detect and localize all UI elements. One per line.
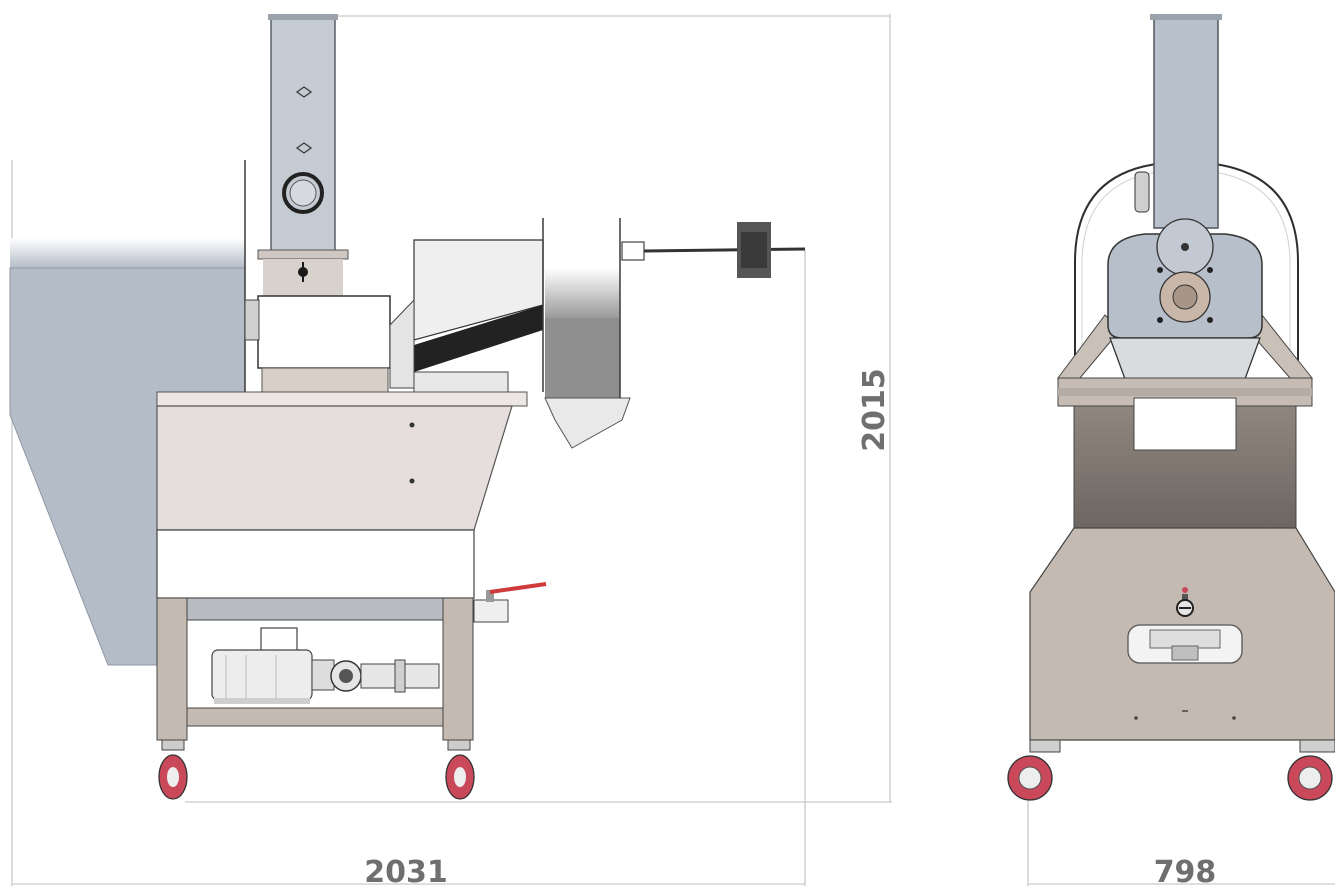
lower-frame xyxy=(156,597,474,741)
front-view-machine xyxy=(1007,14,1335,801)
motor-pump xyxy=(211,627,440,704)
machine-body xyxy=(156,391,528,599)
side-view-machine xyxy=(9,14,806,800)
drain-valve xyxy=(473,582,547,623)
dimension-height: 2015 xyxy=(857,368,892,452)
side-casters xyxy=(158,739,475,800)
feed-chute xyxy=(257,14,349,297)
dimension-width-front: 798 xyxy=(1154,855,1217,889)
cutting-head xyxy=(244,295,391,393)
discharge-chute xyxy=(389,218,544,393)
collection-bin xyxy=(544,218,806,449)
dimension-width-side: 2031 xyxy=(364,855,448,889)
